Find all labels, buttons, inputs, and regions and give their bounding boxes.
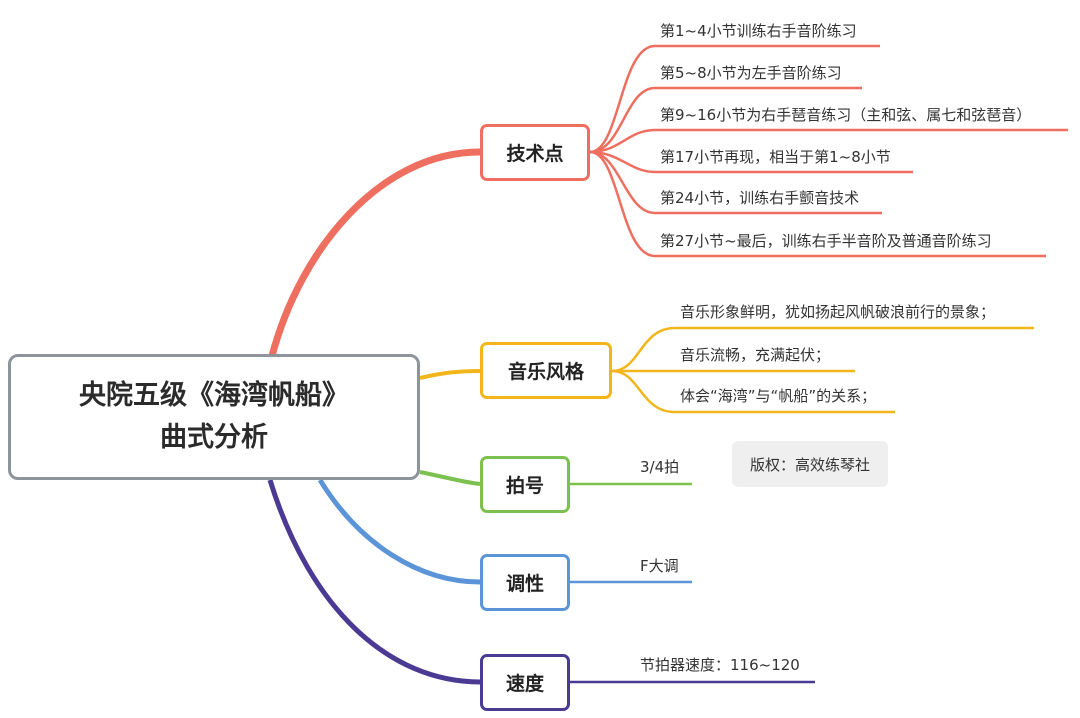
connector-root-tiaoxing — [317, 478, 481, 585]
leaf-jishudian-1[interactable]: 第1~4小节训练右手音阶练习 — [660, 22, 857, 40]
branch-paihao[interactable]: 拍号 — [480, 456, 570, 513]
copyright-text: 版权：高效练琴社 — [749, 455, 870, 474]
copyright-note: 版权：高效练琴社 — [732, 441, 888, 487]
branch-label: 拍号 — [505, 475, 544, 497]
leaf-jishudian-3[interactable]: 第9~16小节为右手琶音练习（主和弦、属七和弦琶音） — [660, 106, 1032, 124]
branch-jishudian[interactable]: 技术点 — [480, 124, 590, 181]
root-node[interactable]: 央院五级《海湾帆船》 曲式分析 — [8, 354, 420, 480]
root-title-line2: 曲式分析 — [160, 422, 268, 453]
leaf-paihao-1[interactable]: 3/4拍 — [640, 458, 680, 476]
leaf-yinyuefengge-2[interactable]: 音乐流畅，充满起伏； — [680, 346, 831, 364]
leaf-jishudian-6[interactable]: 第27小节~最后，训练右手半音阶及普通音阶练习 — [660, 232, 992, 250]
connector-root-yinyuefengge — [419, 369, 481, 380]
branch-label: 调性 — [505, 573, 544, 595]
leaf-jishudian-4[interactable]: 第17小节再现，相当于第1~8小节 — [660, 148, 891, 166]
branch-yinyuefengge[interactable]: 音乐风格 — [480, 342, 612, 399]
leaf-yinyuefengge-3[interactable]: 体会“海湾”与“帆船”的关系； — [680, 387, 877, 405]
connector-root-paihao — [419, 470, 481, 486]
branch-label: 技术点 — [506, 143, 564, 165]
leaf-jishudian-2[interactable]: 第5~8小节为左手音阶练习 — [660, 64, 842, 82]
leaf-jishudian-5[interactable]: 第24小节，训练右手颤音技术 — [660, 189, 860, 207]
branch-tiaoxing[interactable]: 调性 — [480, 554, 570, 611]
branch-sudu[interactable]: 速度 — [480, 654, 570, 711]
leaf-sudu-1[interactable]: 节拍器速度：116~120 — [640, 656, 800, 674]
connectors-yinyuefengge-leaves — [611, 326, 1034, 414]
leaf-yinyuefengge-1[interactable]: 音乐形象鲜明，犹如扬起风帆破浪前行的景象； — [680, 303, 996, 321]
connectors-jishudian-leaves — [589, 44, 1068, 258]
connector-root-jishudian — [268, 148, 484, 360]
branch-label: 速度 — [505, 673, 544, 695]
leaf-tiaoxing-1[interactable]: F大调 — [640, 557, 679, 575]
root-title-line1: 央院五级《海湾帆船》 — [79, 380, 349, 411]
connector-root-sudu — [267, 479, 481, 685]
branch-label: 音乐风格 — [507, 361, 584, 383]
